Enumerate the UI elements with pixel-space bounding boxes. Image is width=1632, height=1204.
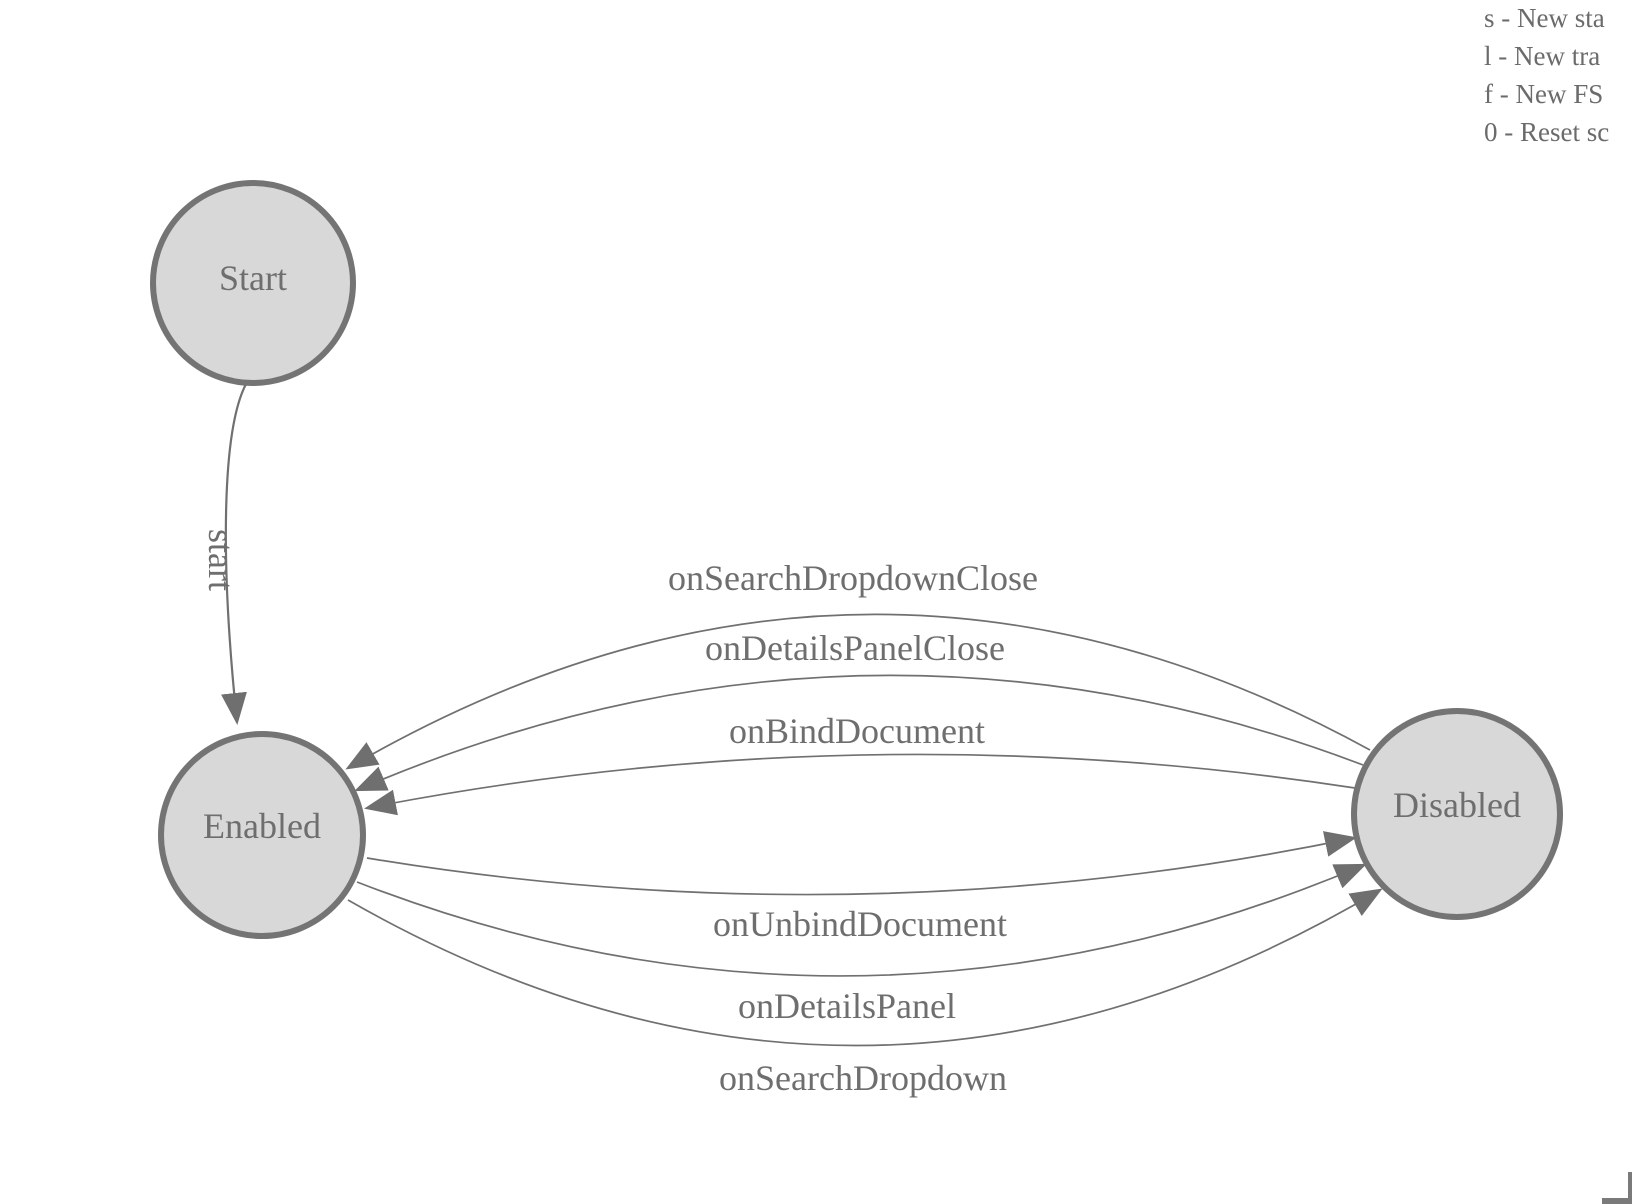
transition-label-onDetailsPanelClose[interactable]: onDetailsPanelClose xyxy=(705,628,1005,668)
legend-line-new-state: s - New sta xyxy=(1484,3,1605,33)
transition-label-onUnbindDocument[interactable]: onUnbindDocument xyxy=(713,904,1007,944)
state-node-start[interactable]: Start xyxy=(150,180,356,386)
transition-onSearchDropdown[interactable] xyxy=(347,888,1383,1047)
transition-label-onBindDocument[interactable]: onBindDocument xyxy=(729,711,985,751)
state-circle-start[interactable] xyxy=(150,180,356,386)
state-label-disabled: Disabled xyxy=(1393,785,1521,825)
transition-onSearchDropdownClose[interactable] xyxy=(345,613,1371,770)
transition-label-start[interactable]: start xyxy=(201,529,241,591)
transition-onDetailsPanelClose[interactable] xyxy=(354,674,1364,792)
state-circle-disabled[interactable] xyxy=(1351,708,1563,920)
state-node-disabled[interactable]: Disabled xyxy=(1351,708,1563,920)
state-label-enabled: Enabled xyxy=(203,806,321,846)
state-node-enabled[interactable]: Enabled xyxy=(158,731,366,939)
legend-line-reset: 0 - Reset sc xyxy=(1484,117,1609,147)
transition-onDetailsPanel[interactable] xyxy=(356,863,1367,977)
state-circle-enabled[interactable] xyxy=(158,731,366,939)
state-label-start: Start xyxy=(219,258,287,298)
legend-line-new-fsm: f - New FS xyxy=(1484,79,1603,109)
transition-onUnbindDocument[interactable] xyxy=(366,831,1357,896)
transition-label-onSearchDropdown[interactable]: onSearchDropdown xyxy=(719,1058,1007,1098)
shortcut-legend: s - New sta l - New tra f - New FS 0 - R… xyxy=(1484,3,1609,147)
legend-line-new-transition: l - New tra xyxy=(1484,41,1600,71)
transition-label-onDetailsPanel[interactable]: onDetailsPanel xyxy=(738,986,956,1026)
transition-start[interactable] xyxy=(221,383,247,725)
corner-handle xyxy=(1602,1172,1632,1204)
transition-label-onSearchDropdownClose[interactable]: onSearchDropdownClose xyxy=(668,558,1038,598)
transition-onBindDocument[interactable] xyxy=(364,753,1356,816)
